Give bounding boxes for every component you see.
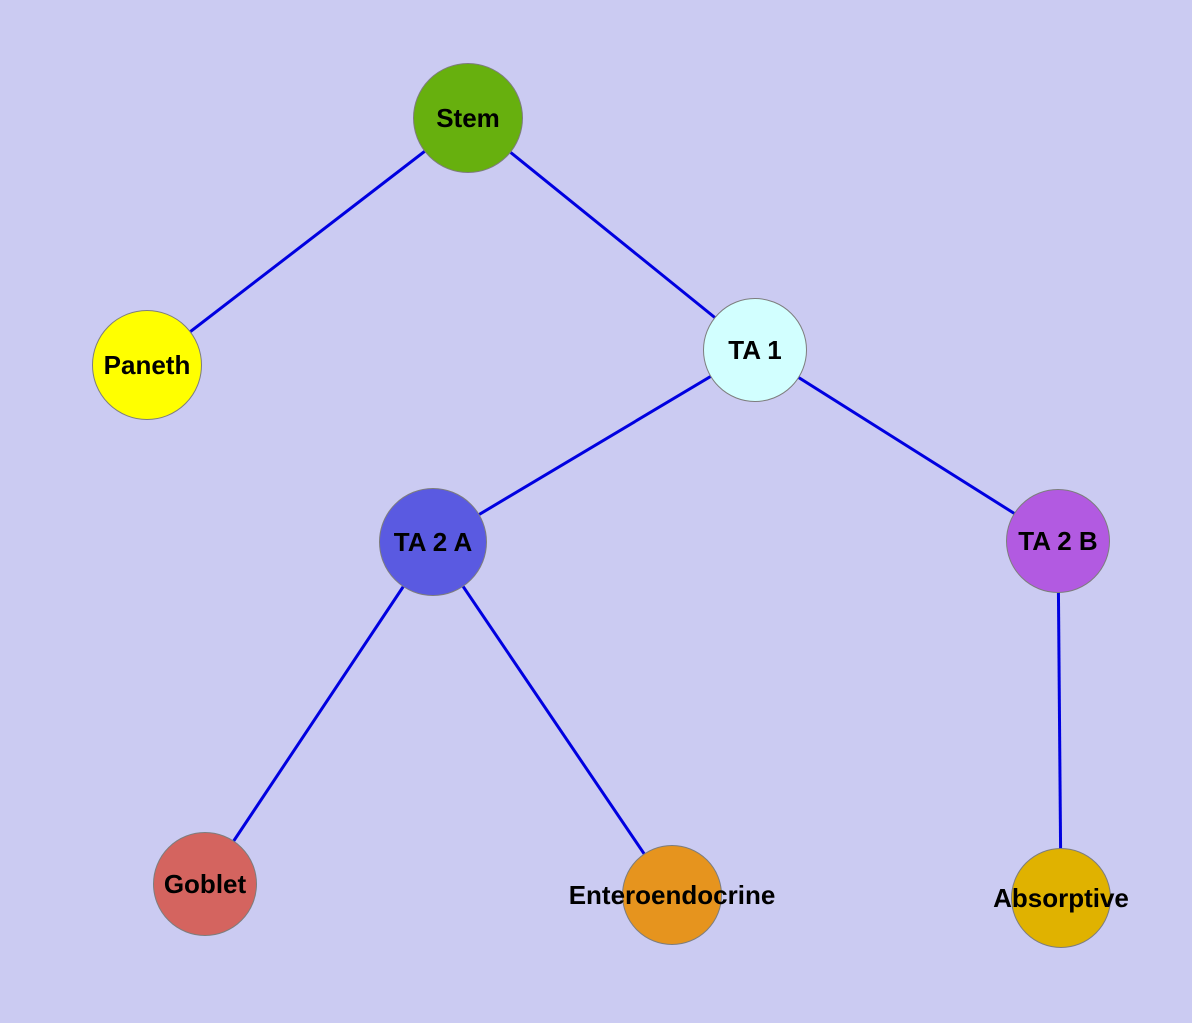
node-stem[interactable]: Stem — [413, 63, 523, 173]
edge-ta-2-b-to-absorptive — [1056, 540, 1063, 899]
node-paneth[interactable]: Paneth — [92, 310, 202, 420]
node-label-ta-2-b: TA 2 B — [1018, 526, 1098, 556]
node-label-absorptive: Absorptive — [993, 883, 1129, 913]
node-label-goblet: Goblet — [163, 869, 247, 899]
edge-ta-1-to-ta-2-a — [432, 348, 756, 544]
edge-ta-1-to-ta-2-b — [754, 348, 1059, 543]
node-label-stem: Stem — [436, 103, 500, 133]
node-ta-1[interactable]: TA 1 — [703, 298, 807, 402]
edge-stem-to-paneth — [146, 116, 469, 367]
edge-ta-2-a-to-goblet — [203, 541, 435, 885]
node-goblet[interactable]: Goblet — [153, 832, 257, 936]
node-absorptive[interactable]: Absorptive — [993, 848, 1129, 948]
node-ta-2-a[interactable]: TA 2 A — [379, 488, 487, 596]
node-enteroendocrine[interactable]: Enteroendocrine — [569, 845, 775, 945]
edge-stem-to-ta-1 — [467, 116, 756, 352]
node-label-paneth: Paneth — [103, 350, 191, 380]
edge-ta-2-a-to-enteroendocrine — [431, 541, 674, 896]
node-label-ta-1: TA 1 — [728, 335, 782, 365]
node-label-ta-2-a: TA 2 A — [393, 527, 473, 557]
node-ta-2-b[interactable]: TA 2 B — [1006, 489, 1110, 593]
